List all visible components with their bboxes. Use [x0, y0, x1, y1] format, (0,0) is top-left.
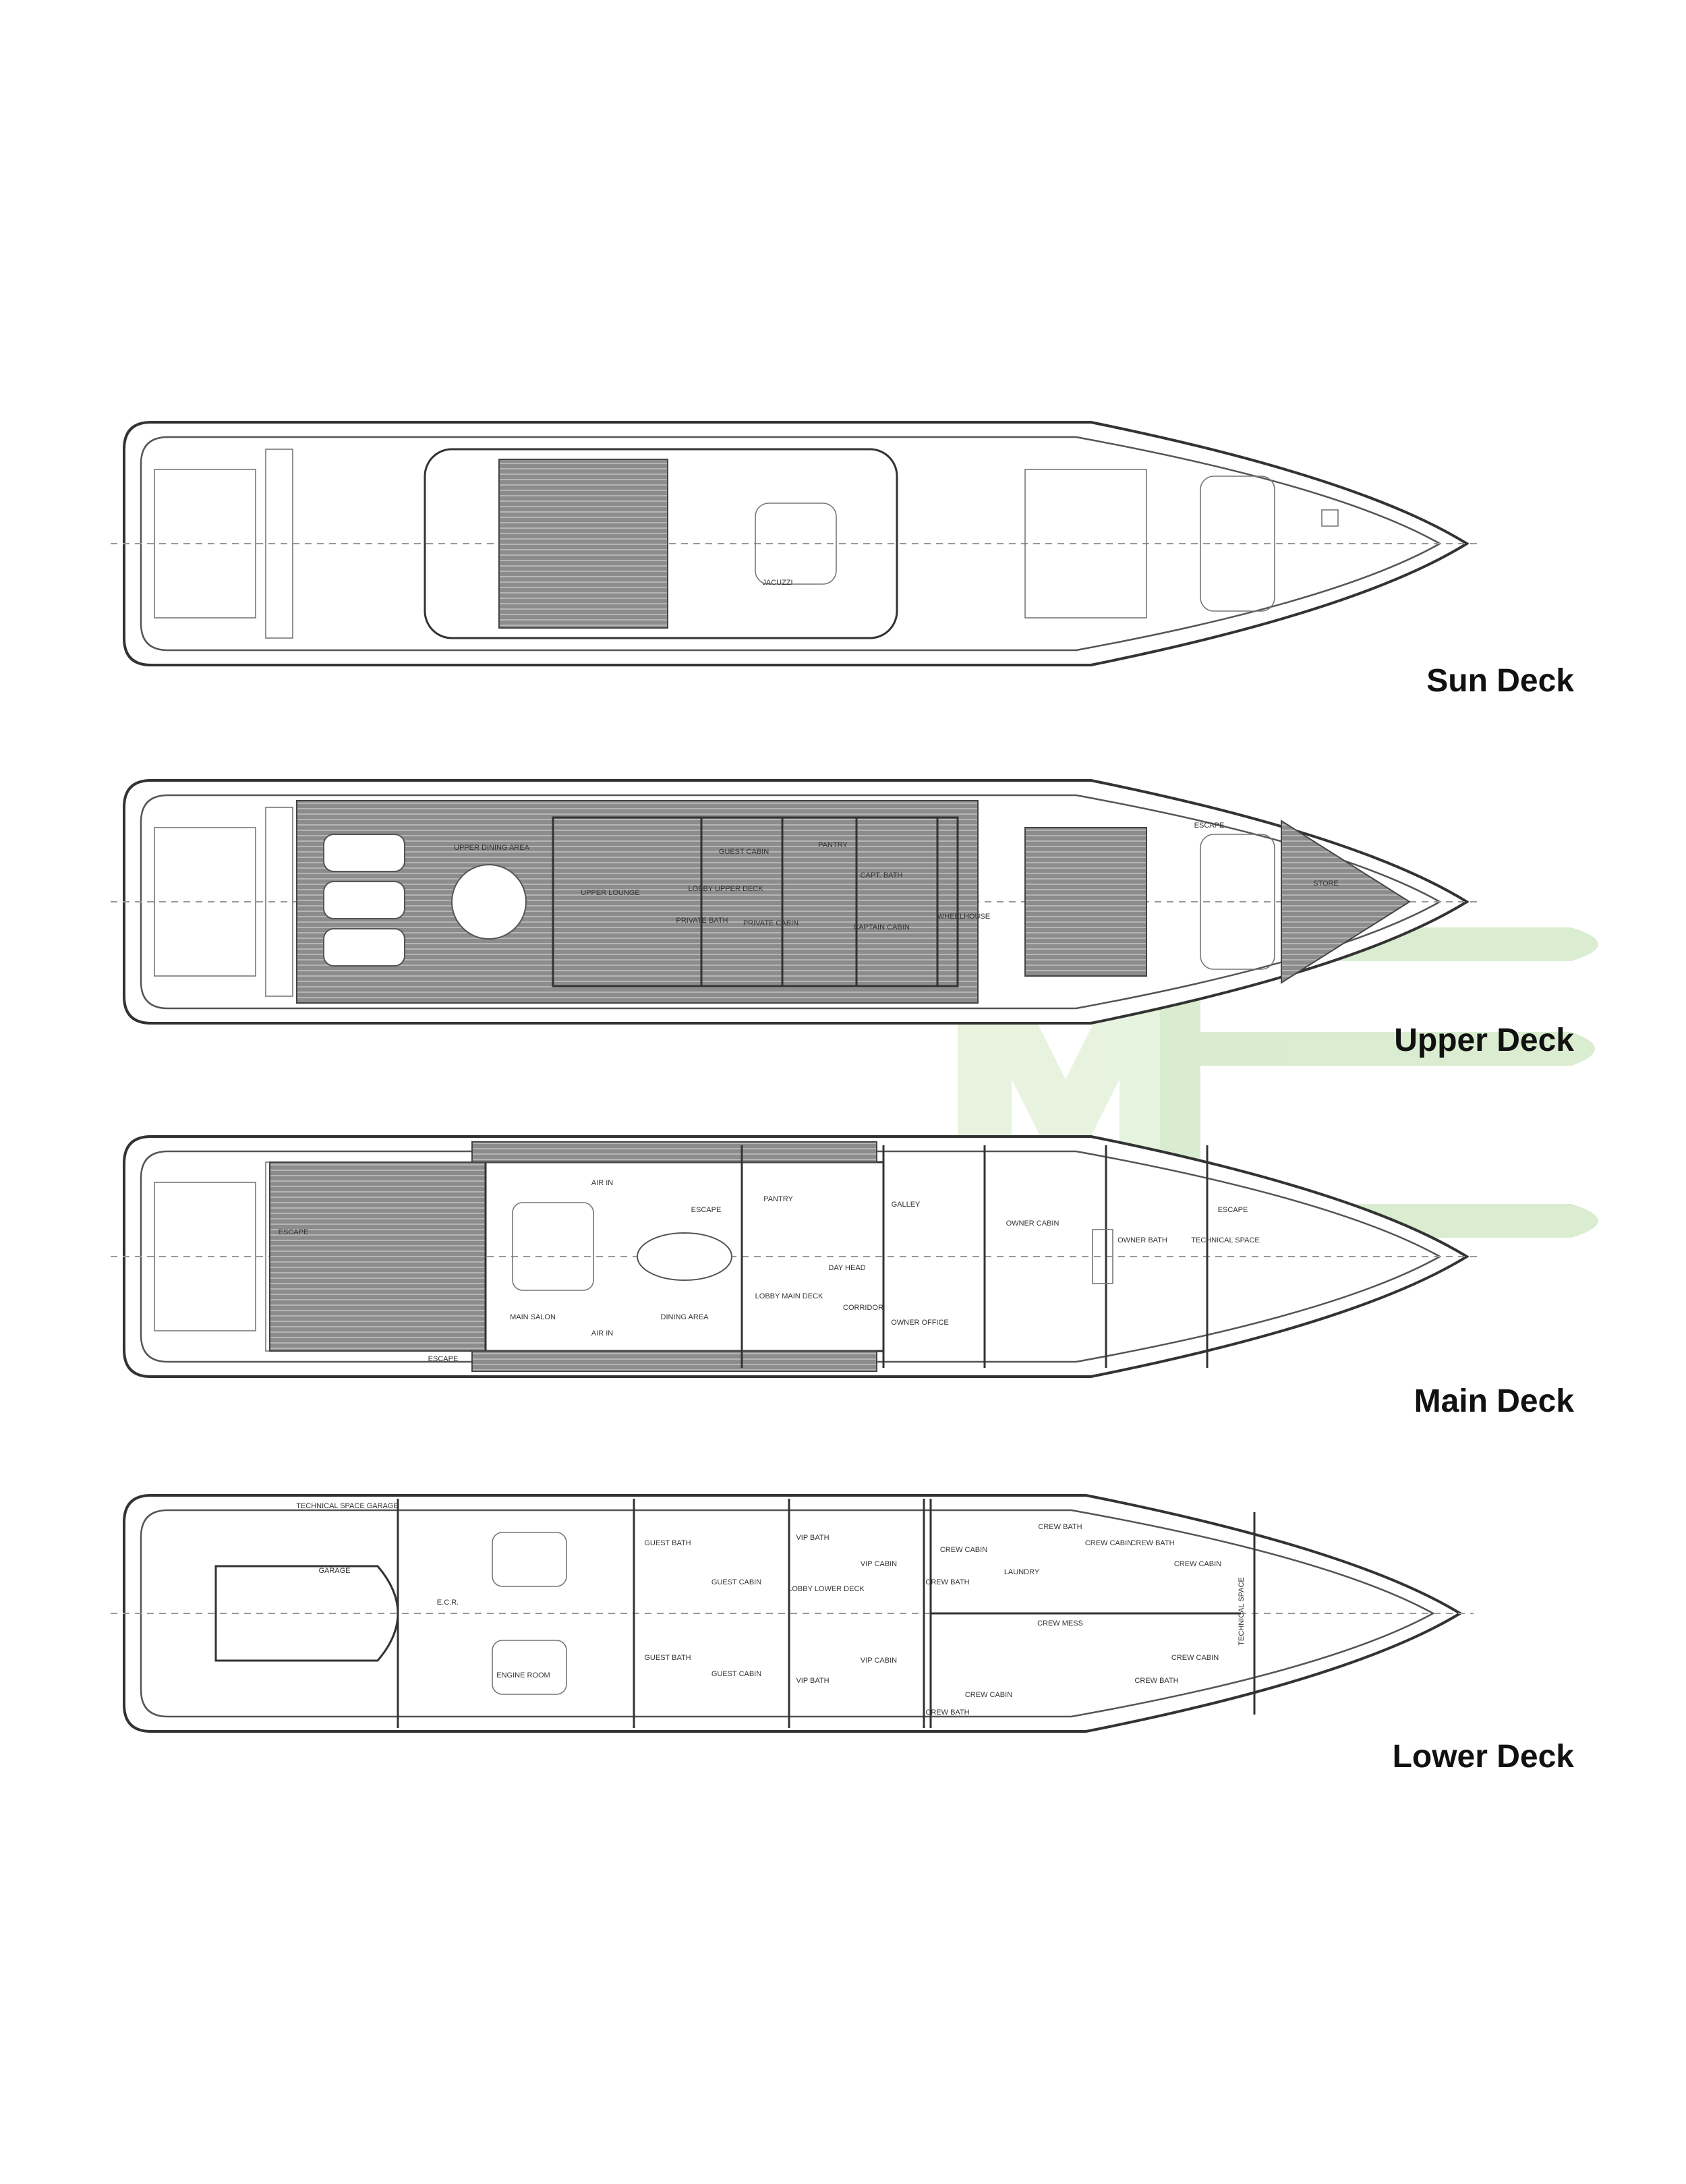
room-label: CREW BATH — [1134, 1677, 1178, 1685]
room-label: CREW BATH — [925, 1708, 969, 1717]
room-label: PANTRY — [763, 1195, 793, 1203]
engine — [492, 1640, 567, 1695]
room-label: CREW BATH — [1130, 1539, 1174, 1547]
room-label: CREW CABIN — [940, 1546, 987, 1554]
side-deck-starboard — [471, 1350, 877, 1372]
deck-title: Lower Deck — [1393, 1739, 1575, 1775]
room-label: TECHNICAL SPACE — [1238, 1577, 1246, 1645]
room-label: CREW CABIN — [1174, 1560, 1221, 1568]
room-label: UPPER LOUNGE — [581, 889, 639, 897]
room-label: E.C.R. — [437, 1599, 459, 1607]
room-label: AIR IN — [591, 1329, 613, 1338]
room-label: LOBBY MAIN DECK — [755, 1292, 823, 1300]
room-label: VIP BATH — [796, 1677, 829, 1685]
room-label: CAPTAIN CABIN — [853, 923, 910, 931]
room-label: UPPER DINING AREA — [454, 844, 530, 852]
room-label: GUEST CABIN — [711, 1578, 761, 1586]
room-label: ESCAPE — [1194, 822, 1225, 830]
hull-inner-outline — [140, 1150, 1442, 1363]
deck-main — [111, 1135, 1480, 1378]
escape-hatch — [1321, 509, 1339, 527]
room-label: VIP CABIN — [861, 1560, 897, 1568]
hull-inner-outline — [140, 1509, 1435, 1718]
teak-deck — [498, 459, 668, 629]
room-label: CREW CABIN — [965, 1691, 1012, 1699]
sun-deck-superstructure — [424, 448, 898, 639]
deck-title: Sun Deck — [1426, 663, 1574, 699]
deck-sun — [111, 421, 1480, 666]
teak-aft-deck — [296, 800, 979, 1004]
room-label: GUEST CABIN — [711, 1670, 761, 1678]
side-deck-port — [471, 1141, 877, 1163]
deck-title: Upper Deck — [1394, 1023, 1574, 1058]
stern-platform — [154, 1182, 256, 1331]
tender — [1200, 834, 1275, 970]
salon-sofa — [512, 1202, 594, 1291]
room-label: AIR IN — [591, 1179, 613, 1187]
deck-lower — [111, 1494, 1474, 1733]
room-label: WHEELHOUSE — [937, 913, 990, 921]
room-label: PANTRY — [818, 841, 848, 849]
transom-steps — [265, 807, 293, 997]
room-label: DAY HEAD — [828, 1264, 865, 1272]
room-label: ESCAPE — [279, 1228, 309, 1236]
room-label: STORE — [1313, 880, 1339, 888]
teak-aft-deck — [269, 1161, 486, 1352]
room-label: TECHNICAL SPACE — [1191, 1236, 1259, 1244]
foredeck-teak — [1024, 827, 1147, 977]
room-label: GALLEY — [892, 1201, 921, 1209]
bow-deck — [1281, 820, 1411, 984]
room-label: VIP BATH — [796, 1534, 829, 1542]
transom-steps — [265, 449, 293, 639]
room-label: VIP CABIN — [861, 1657, 897, 1665]
room-label: CREW CABIN — [1085, 1539, 1132, 1547]
room-label: ENGINE ROOM — [496, 1671, 550, 1679]
round-dining-table — [451, 864, 527, 940]
room-label: TECHNICAL SPACE GARAGE — [296, 1502, 399, 1510]
owner-bed — [1092, 1229, 1113, 1284]
foredeck-seating — [1024, 469, 1147, 619]
room-label: ESCAPE — [1218, 1206, 1248, 1214]
room-label: CAPT. BATH — [861, 871, 903, 880]
room-label: GUEST BATH — [644, 1539, 691, 1547]
room-label: ESCAPE — [428, 1355, 459, 1363]
sun-lounger — [323, 881, 405, 919]
room-label: GARAGE — [318, 1567, 350, 1575]
room-label: GUEST CABIN — [719, 848, 769, 856]
room-label: LOBBY LOWER DECK — [788, 1585, 865, 1593]
room-label: PRIVATE BATH — [676, 917, 728, 925]
deck-upper — [111, 779, 1480, 1025]
room-label: CREW MESS — [1037, 1619, 1083, 1628]
stern-platform — [154, 469, 256, 619]
room-label: CREW CABIN — [1171, 1654, 1219, 1662]
stern-platform — [154, 827, 256, 977]
room-label: PRIVATE CABIN — [743, 919, 798, 927]
room-label: LAUNDRY — [1004, 1568, 1040, 1576]
upper-interior — [552, 816, 959, 987]
jacuzzi — [755, 502, 837, 585]
sun-lounger — [323, 834, 405, 872]
room-label: DINING AREA — [661, 1313, 709, 1321]
sun-lounger — [323, 928, 405, 967]
room-label: CREW BATH — [1038, 1523, 1082, 1531]
room-label: OWNER OFFICE — [891, 1319, 949, 1327]
tender — [1200, 476, 1275, 612]
room-label: LOBBY UPPER DECK — [688, 885, 763, 893]
hull-inner-outline — [140, 436, 1442, 652]
room-label: CREW BATH — [925, 1578, 969, 1586]
room-label: MAIN SALON — [510, 1313, 556, 1321]
dining-table — [637, 1232, 732, 1281]
room-label: GUEST BATH — [644, 1654, 691, 1662]
room-label: OWNER BATH — [1117, 1236, 1167, 1244]
engine — [492, 1532, 567, 1587]
room-label: CORRIDOR — [843, 1304, 883, 1312]
room-label: JACUZZI — [762, 579, 792, 587]
room-label: ESCAPE — [691, 1206, 722, 1214]
deck-title: Main Deck — [1414, 1383, 1575, 1419]
room-label: OWNER CABIN — [1006, 1219, 1059, 1228]
